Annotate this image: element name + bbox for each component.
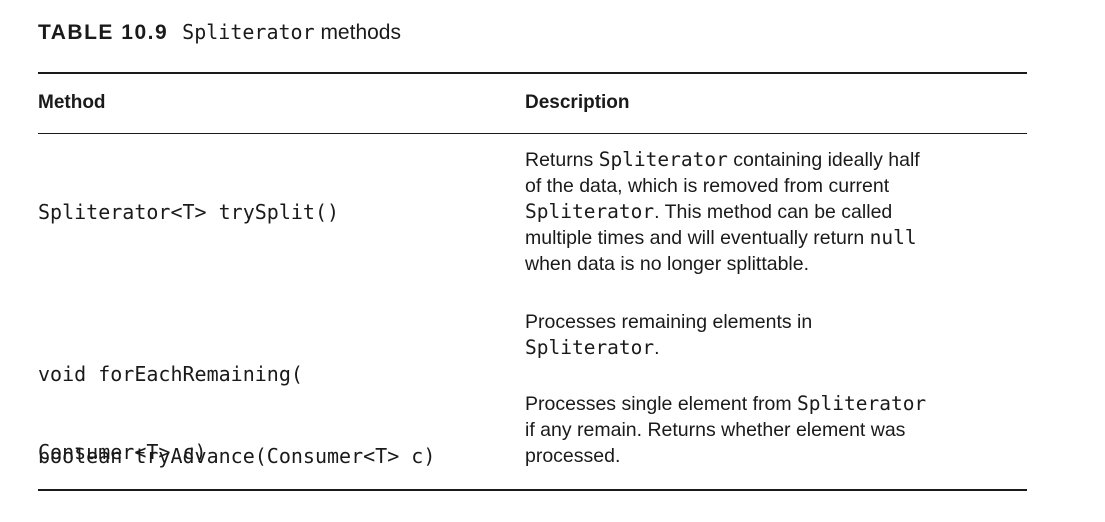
bottom-rule <box>38 489 1027 491</box>
column-header-method: Method <box>38 92 106 113</box>
method-signature: boolean tryAdvance(Consumer<T> c) <box>38 444 436 468</box>
table-caption: TABLE 10.9 Spliterator methods <box>38 20 401 50</box>
method-cell: void forEachRemaining( Consumer<T> c) <box>38 309 518 517</box>
description-line: multiple times and will eventually retur… <box>525 225 1015 251</box>
method-signature: void forEachRemaining( <box>38 362 303 386</box>
description-line: Processes remaining elements in <box>525 311 813 333</box>
description-code: null <box>869 226 917 249</box>
method-signature: Consumer<T> c) <box>38 440 207 464</box>
table-caption-text: methods <box>314 21 401 44</box>
description-cell: Returns Spliterator containing ideally h… <box>525 147 1015 277</box>
method-cell: Spliterator<T> trySplit() <box>38 147 518 277</box>
method-cell: boolean tryAdvance(Consumer<T> c) <box>38 391 518 521</box>
table-label: TABLE 10.9 <box>38 21 169 44</box>
description-text: . This method can be called <box>654 201 893 223</box>
description-line: Spliterator. <box>525 335 1015 361</box>
description-text: containing ideally half <box>727 149 920 171</box>
description-cell: Processes remaining elements in Splitera… <box>525 309 1015 361</box>
description-line: when data is no longer splittable. <box>525 253 810 275</box>
method-signature: Spliterator<T> trySplit() <box>38 200 340 224</box>
description-line: Spliterator. This method can be called <box>525 199 1015 225</box>
description-text: Returns <box>525 149 599 171</box>
description-line: Processes single element from Spliterato… <box>525 391 1015 417</box>
description-code: Spliterator <box>525 200 655 223</box>
top-rule <box>38 72 1027 74</box>
description-line: Returns Spliterator containing ideally h… <box>525 147 1015 173</box>
description-cell: Processes single element from Spliterato… <box>525 391 1015 469</box>
column-header-description: Description <box>525 92 630 113</box>
description-line: processed. <box>525 445 621 467</box>
description-line: if any remain. Returns whether element w… <box>525 419 906 441</box>
table-caption-code: Spliterator <box>182 20 315 44</box>
description-code: Spliterator <box>598 148 728 171</box>
description-line: of the data, which is removed from curre… <box>525 175 890 197</box>
description-code: Spliterator <box>525 336 655 359</box>
description-text: multiple times and will eventually retur… <box>525 227 870 249</box>
description-text: Processes single element from <box>525 393 798 415</box>
description-code: Spliterator <box>797 392 927 415</box>
header-rule <box>38 133 1027 134</box>
description-text: . <box>654 337 660 359</box>
